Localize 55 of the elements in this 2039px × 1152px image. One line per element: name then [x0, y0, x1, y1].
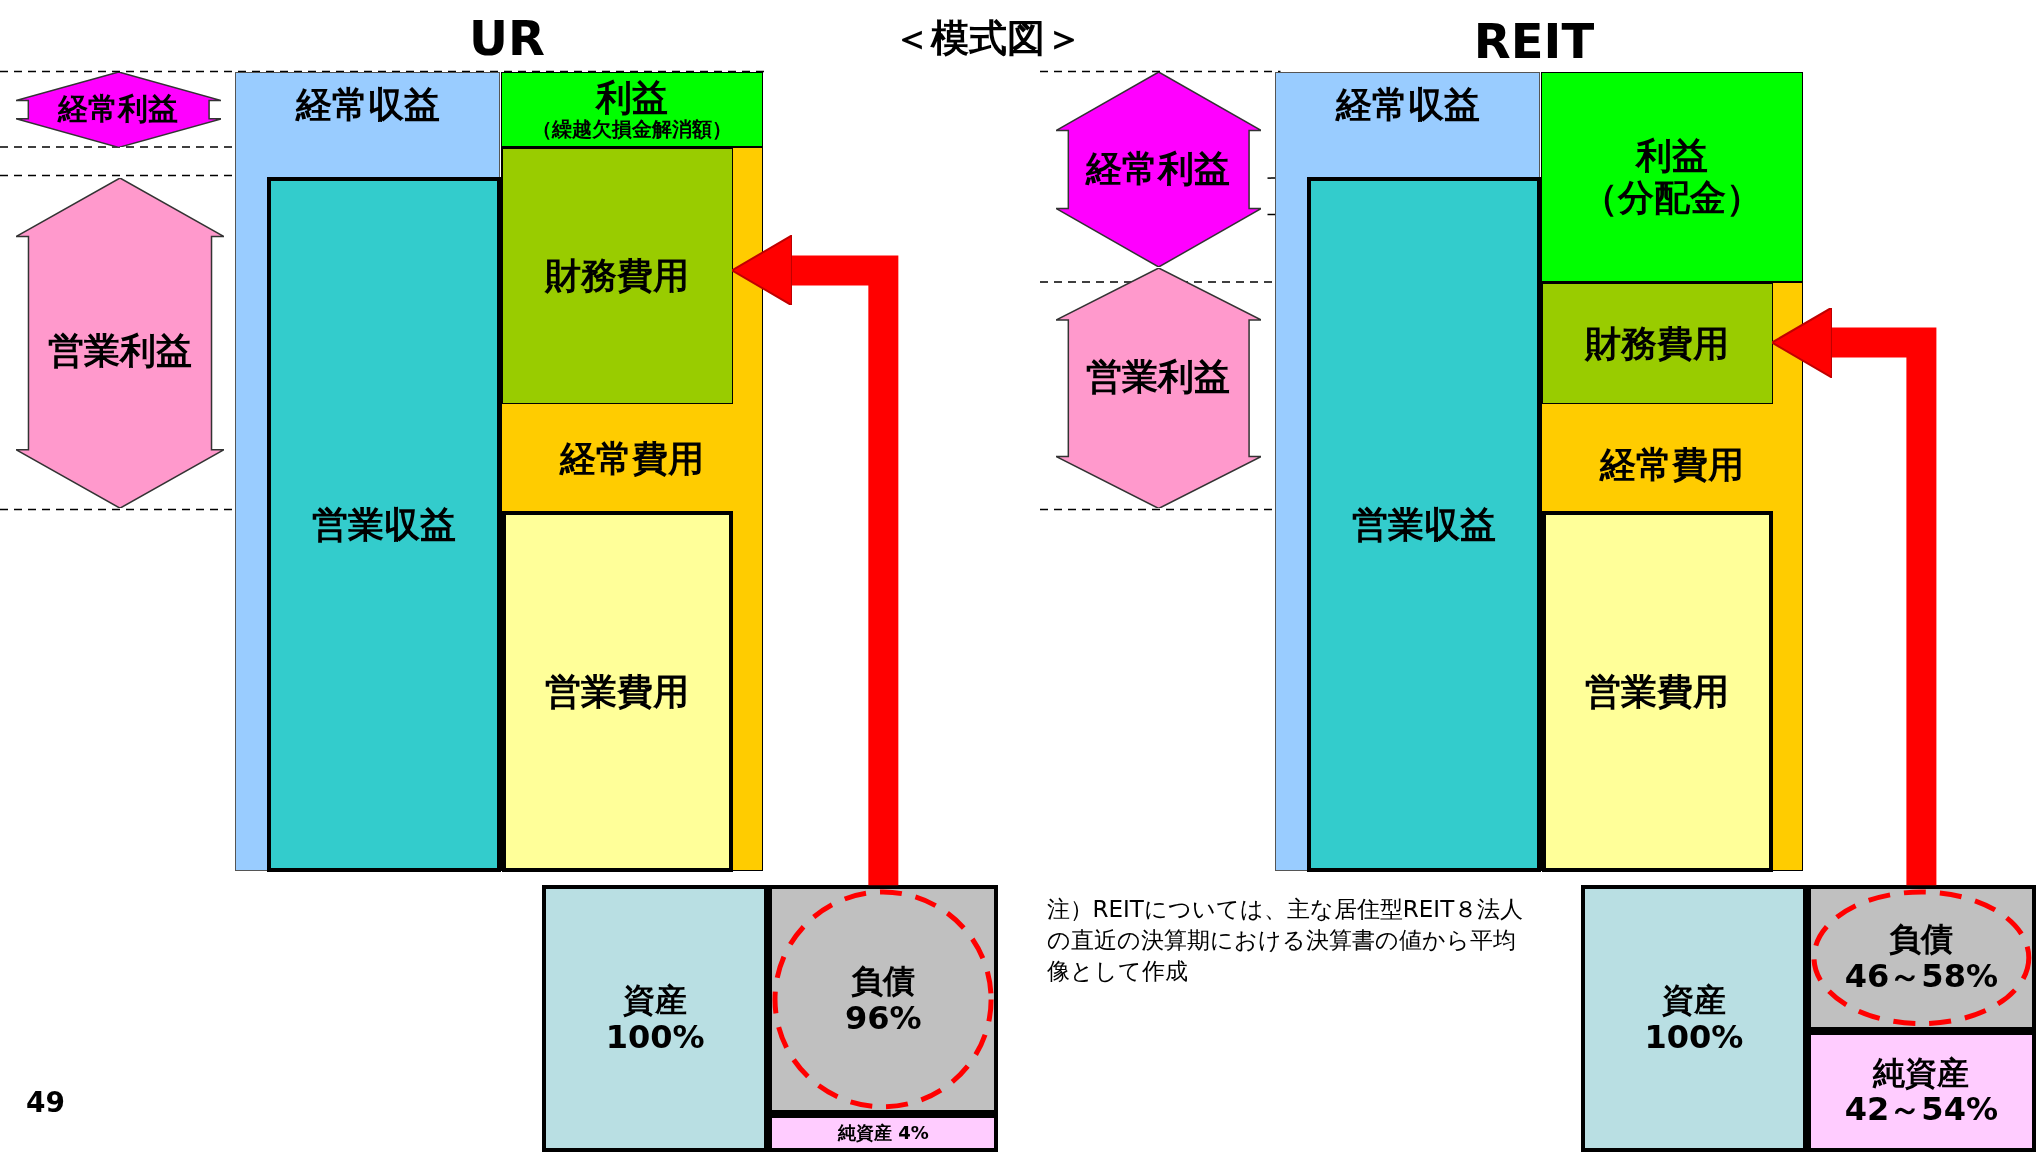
range-band	[1055, 71, 1261, 267]
box-label: 純資産	[1873, 1054, 1970, 1092]
box-label: 財務費用	[1585, 322, 1730, 365]
box-label: 純資産 4%	[837, 1122, 929, 1144]
account-box	[1540, 282, 1804, 871]
account-box	[500, 146, 764, 871]
footnote: 注）REITについては、主な居住型REIT８法人の直近の決算期における決算書の値から平均像として作成	[1046, 895, 1525, 987]
range-band	[15, 178, 224, 509]
box-label: （分配金）	[1581, 176, 1762, 219]
account-box	[1540, 71, 1804, 283]
box-label: 100%	[1644, 1018, 1744, 1056]
box-label: 財務費用	[545, 255, 690, 297]
box-label: 資産	[623, 981, 688, 1019]
box-label: 96%	[845, 999, 922, 1037]
box-label: 営業利益	[47, 330, 192, 372]
range-band	[15, 71, 221, 147]
arrow	[730, 234, 899, 886]
range-band	[1055, 267, 1261, 509]
page-number: 49	[26, 1085, 66, 1119]
panel-heading: REIT	[1472, 13, 1596, 69]
box-label: 46～58%	[1844, 958, 1998, 995]
box-label: 資産	[1661, 981, 1726, 1019]
account-box	[501, 510, 733, 872]
box-label: 営業収益	[1352, 503, 1497, 545]
balance-box	[1580, 885, 1807, 1152]
account-box	[501, 147, 733, 404]
account-box	[235, 71, 501, 871]
diagram-title: ＜模式図＞	[892, 15, 1084, 62]
box-label: 利益	[1635, 135, 1708, 177]
box-label: 経常利益	[58, 91, 179, 127]
account-box	[500, 71, 764, 147]
box-label: 経常費用	[559, 437, 704, 480]
box-label: 42～54%	[1844, 1091, 1998, 1129]
box-label: 利益	[595, 77, 668, 119]
box-label: （繰越欠損金解消額）	[531, 118, 732, 142]
box-label: 経常利益	[1086, 148, 1231, 190]
account-box	[1275, 71, 1541, 871]
balance-box	[542, 885, 769, 1152]
box-label: 経常費用	[1599, 444, 1744, 486]
box-label: 負債	[1889, 921, 1954, 959]
box-label: 営業費用	[545, 670, 690, 712]
balance-box	[1807, 1030, 2036, 1152]
box-label: 経常収益	[1335, 84, 1480, 126]
box-label: 営業費用	[1585, 670, 1730, 712]
account-box	[1307, 176, 1542, 872]
account-box	[1541, 510, 1773, 872]
box-label: 営業収益	[312, 503, 457, 545]
box-label: 営業利益	[1086, 356, 1231, 398]
box-label: 100%	[605, 1018, 705, 1056]
account-box	[1541, 283, 1773, 404]
account-box	[267, 176, 502, 872]
box-label: 負債	[851, 962, 916, 1000]
arrow	[1770, 306, 1937, 886]
box-label: 経常収益	[295, 84, 440, 126]
panel-heading: UR	[468, 10, 546, 67]
